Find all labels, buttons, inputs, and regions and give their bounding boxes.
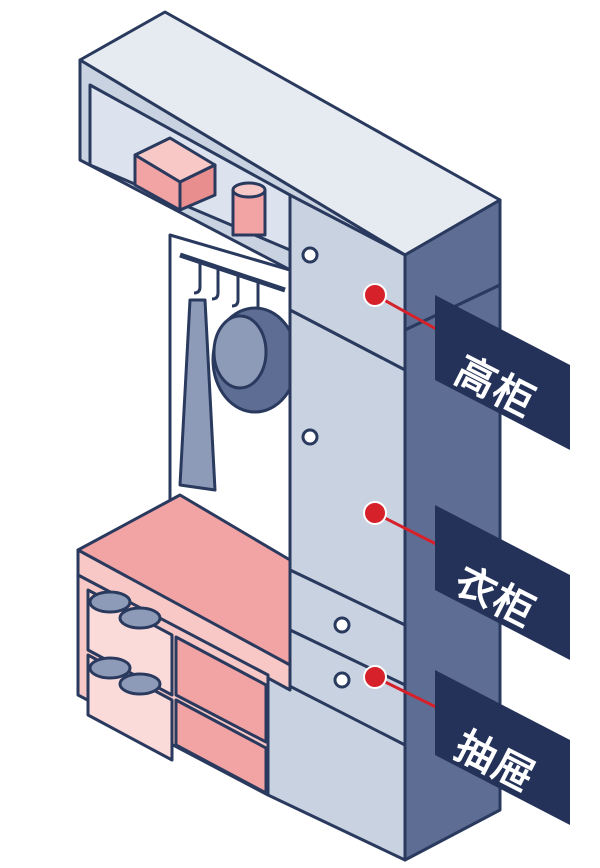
- drawer-knob-upper: [333, 616, 351, 634]
- hanging-rod: [179, 252, 286, 293]
- knob-upper: [301, 246, 319, 264]
- hanging-coat: [178, 298, 217, 492]
- shoe-3: [88, 656, 132, 680]
- marker-drawer: [363, 665, 387, 689]
- shoe-1: [88, 590, 132, 614]
- cylinder-top: [231, 181, 267, 199]
- drawer-knob-lower: [333, 671, 351, 689]
- storage-box-side: [178, 163, 217, 212]
- shoe-2: [118, 606, 162, 630]
- shoe-4: [118, 672, 162, 696]
- label-plate-wardrobe: [435, 505, 570, 660]
- bench-front: [76, 548, 292, 692]
- shoe-shelf-drawer-upper: [174, 635, 268, 744]
- knob-middle: [301, 428, 319, 446]
- label-plate-drawer: [435, 670, 570, 825]
- shoe-shelf-drawer-lower: [174, 698, 268, 795]
- label-plate-tall-cabinet: [435, 295, 570, 450]
- marker-wardrobe: [363, 501, 387, 525]
- hook-2: [211, 268, 220, 301]
- hook-1: [193, 262, 202, 295]
- marker-tall-cabinet: [363, 283, 387, 307]
- hook-3: [231, 275, 240, 308]
- hat-crown: [212, 314, 268, 390]
- leader-line-tall-cabinet: [374, 293, 439, 332]
